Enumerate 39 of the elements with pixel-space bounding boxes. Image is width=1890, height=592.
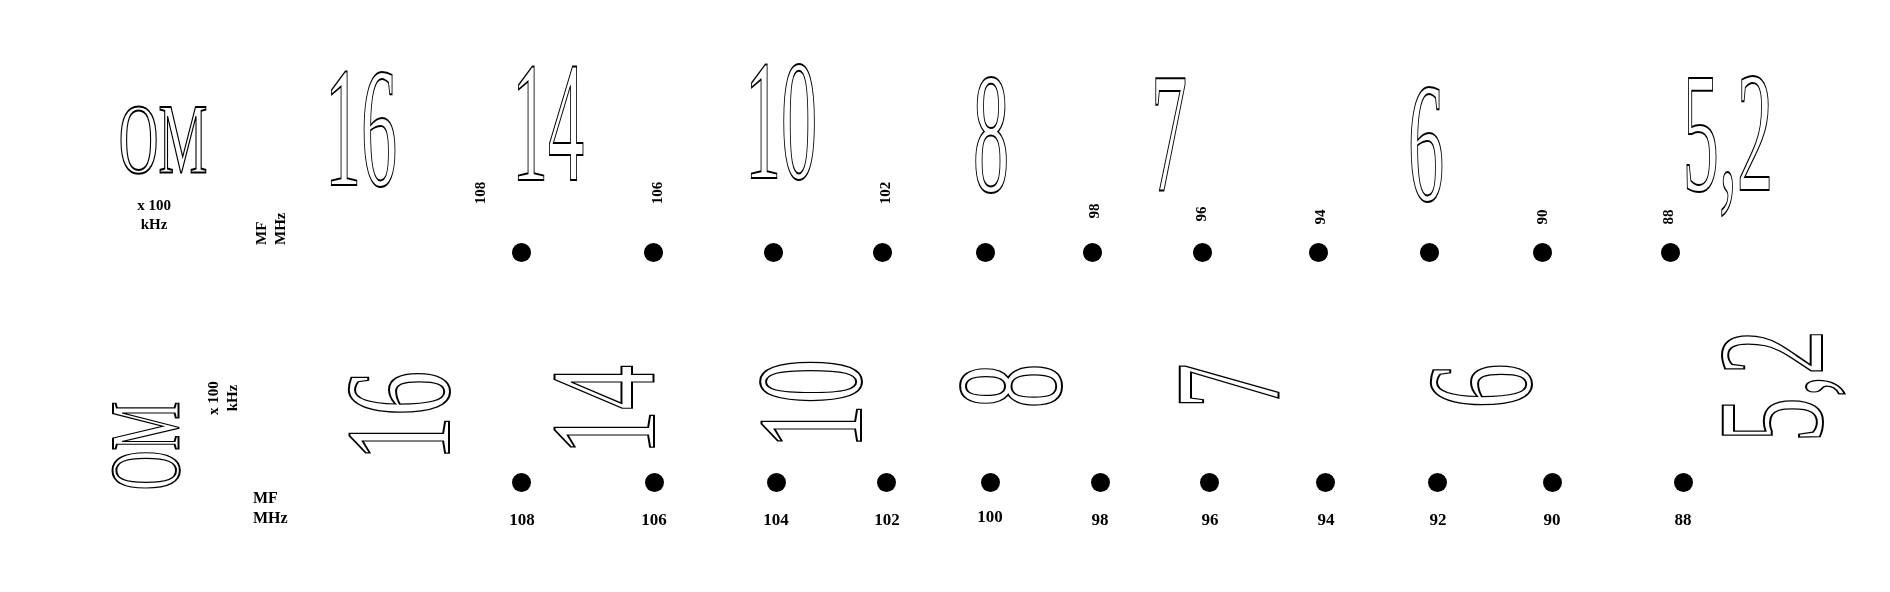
unit-label: MF MHz (253, 488, 289, 528)
scale-numeral: 16 (323, 371, 473, 461)
scale-numeral: 6 (1407, 56, 1445, 228)
scale-numeral: 8 (972, 47, 1010, 219)
scale-numeral: 10 (735, 359, 885, 449)
band-label: OM (118, 89, 208, 189)
scale-numeral: 16 (324, 41, 398, 213)
band-label: OM (95, 401, 195, 491)
frequency-label: 88 (1674, 510, 1692, 528)
frequency-label: 108 (472, 181, 488, 205)
frequency-label: 90 (1534, 209, 1550, 225)
unit-label: MF MHz (252, 211, 289, 245)
frequency-label: 96 (1201, 510, 1219, 528)
scale-numeral: 6 (1405, 363, 1555, 409)
scale-numeral: 10 (744, 34, 818, 206)
frequency-label: 94 (1312, 209, 1328, 225)
frequency-label: 104 (763, 510, 789, 528)
scale-numeral: 14 (528, 365, 678, 455)
frequency-label: 96 (1193, 206, 1209, 222)
frequency-label: 102 (874, 510, 900, 528)
frequency-label: 100 (977, 507, 1003, 525)
scale-numeral: 5,2 (1682, 46, 1774, 218)
frequency-label: 88 (1660, 209, 1676, 225)
scale-numeral: 8 (935, 363, 1085, 409)
frequency-label: 92 (1429, 510, 1447, 528)
scale-numeral: 14 (511, 36, 585, 208)
unit-label: x 100 kHz (204, 380, 241, 417)
unit-label: x 100 kHz (136, 196, 172, 234)
frequency-label: 98 (1086, 203, 1102, 219)
scale-numeral: 7 (1150, 47, 1188, 219)
scale-numeral: 7 (1152, 363, 1302, 409)
frequency-label: 102 (877, 181, 893, 205)
frequency-label: 108 (509, 510, 535, 528)
scale-numeral: 5,2 (1696, 329, 1846, 443)
frequency-label: 94 (1317, 510, 1335, 528)
frequency-label: 106 (649, 181, 665, 205)
frequency-label: 98 (1091, 510, 1109, 528)
frequency-label: 90 (1543, 510, 1561, 528)
frequency-label: 106 (641, 510, 667, 528)
